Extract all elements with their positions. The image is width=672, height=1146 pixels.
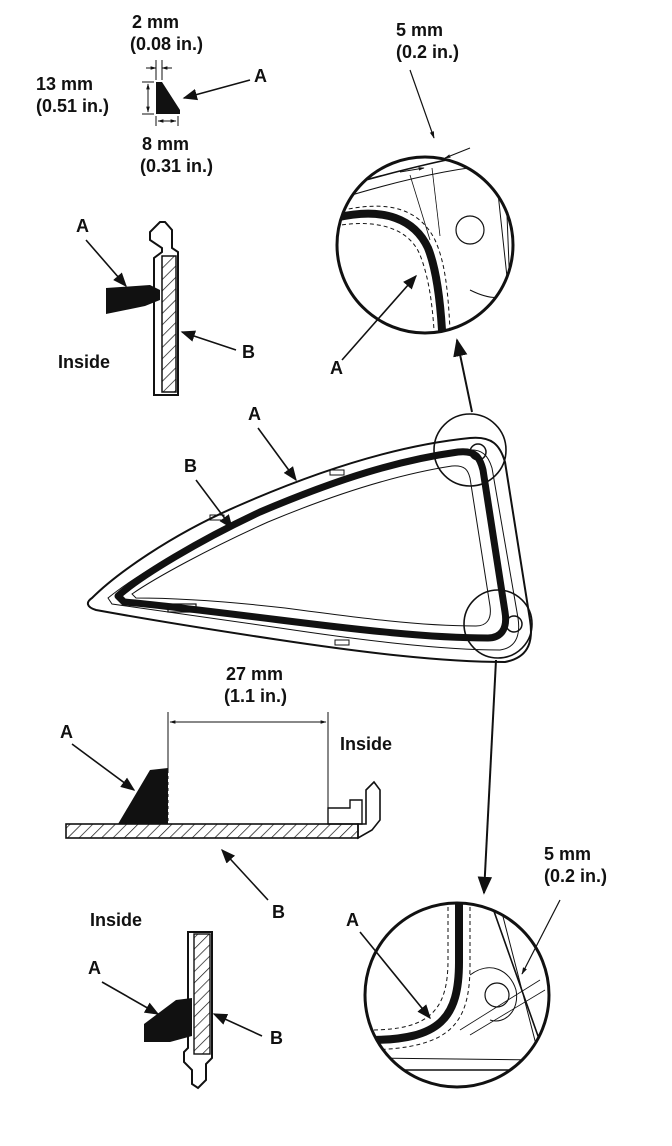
spacer-profile-detail: 2 mm (0.08 in.) 13 mm (0.51 in.) 8 mm (0… (36, 12, 267, 176)
label-inside-lower-left: Inside (90, 910, 142, 930)
cross-section-upper-left: A B Inside (58, 216, 255, 396)
upper-detail-arrow (453, 338, 473, 413)
label-a-spacer: A (254, 66, 267, 86)
width-top-inch-label: (0.08 in.) (130, 34, 203, 54)
cross-section-middle: 27 mm (1.1 in.) Inside A B (60, 664, 392, 922)
width-top-label: 2 mm (132, 12, 179, 32)
cross-section-lower-left: Inside A B (88, 910, 283, 1090)
spacer-shape (144, 998, 192, 1042)
quarter-glass: A B (86, 404, 533, 664)
label-a-lower-left: A (88, 958, 101, 978)
lower-detail-arrow (477, 659, 497, 895)
label-a-lower-detail: A (346, 910, 359, 930)
spacer-shape (106, 285, 160, 314)
upper-corner-detail: 5 mm (0.2 in.) A (330, 20, 515, 378)
label-b-middle: B (272, 902, 285, 922)
offset-lower-inch-label: (0.2 in.) (544, 866, 607, 886)
label-a-upper-left: A (76, 216, 89, 236)
label-b-lower-left: B (270, 1028, 283, 1048)
spacer-shape (118, 768, 168, 824)
upper-corner-focus-circle (433, 413, 507, 487)
offset-upper-inch-label: (0.2 in.) (396, 42, 459, 62)
spacing-inch-label: (1.1 in.) (224, 686, 287, 706)
label-b-glass: B (184, 456, 197, 476)
height-inch-label: (0.51 in.) (36, 96, 109, 116)
base-label: 8 mm (142, 134, 189, 154)
label-b-upper-left: B (242, 342, 255, 362)
spacer-shape (156, 82, 180, 114)
offset-lower-label: 5 mm (544, 844, 591, 864)
lower-corner-detail: 5 mm (0.2 in.) A (346, 844, 607, 1089)
base-inch-label: (0.31 in.) (140, 156, 213, 176)
label-a-upper-detail: A (330, 358, 343, 378)
offset-upper-label: 5 mm (396, 20, 443, 40)
height-label: 13 mm (36, 74, 93, 94)
label-inside-middle: Inside (340, 734, 392, 754)
label-inside-upper-left: Inside (58, 352, 110, 372)
label-a-middle: A (60, 722, 73, 742)
spacing-label: 27 mm (226, 664, 283, 684)
lower-corner-focus-circle (463, 589, 533, 659)
label-a-glass: A (248, 404, 261, 424)
